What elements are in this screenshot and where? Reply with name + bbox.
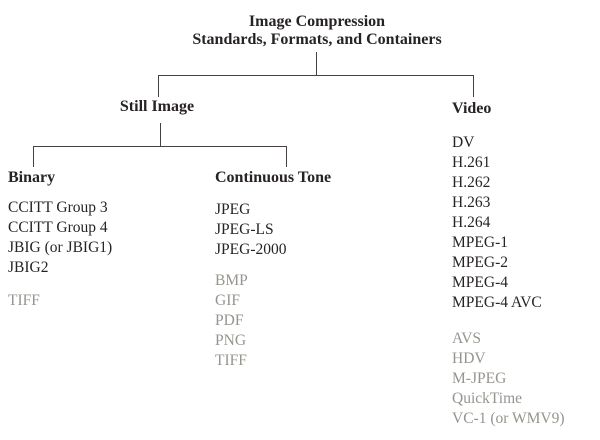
connector-level2-bar	[33, 146, 287, 147]
list-item: VC-1 (or WMV9)	[452, 410, 565, 427]
still-image-heading: Still Image	[119, 98, 195, 115]
list-item: QuickTime	[452, 390, 523, 407]
list-item: GIF	[215, 292, 240, 309]
list-item: MPEG-4	[452, 274, 508, 291]
continuous-tone-heading: Continuous Tone	[215, 169, 332, 186]
list-item: H.263	[452, 194, 491, 211]
list-item: JPEG-LS	[215, 221, 274, 238]
list-item: PDF	[215, 312, 244, 329]
list-item: JBIG2	[8, 259, 49, 276]
list-item: MPEG-4 AVC	[452, 294, 542, 311]
list-item: JPEG-2000	[215, 241, 287, 258]
diagram-title: Image Compression Standards, Formats, an…	[167, 13, 467, 48]
connector-still-image-stem	[160, 123, 161, 146]
list-item: M-JPEG	[452, 370, 507, 387]
continuous-tone-formats-list: BMP GIF PDF PNG TIFF	[215, 271, 248, 371]
continuous-tone-standards-list: JPEG JPEG-LS JPEG-2000	[215, 200, 286, 260]
list-item: MPEG-2	[452, 254, 508, 271]
connector-level1-bar	[158, 75, 474, 76]
list-item: MPEG-1	[452, 234, 508, 251]
diagram-title-line2: Standards, Formats, and Containers	[192, 30, 442, 48]
list-item: CCITT Group 3	[8, 199, 108, 216]
diagram-title-line1: Image Compression	[248, 13, 386, 30]
list-item: H.264	[452, 214, 491, 231]
list-item: JBIG (or JBIG1)	[8, 239, 113, 256]
binary-standards-list: CCITT Group 3 CCITT Group 4 JBIG (or JBIG1…	[8, 198, 112, 278]
connector-binary-drop	[33, 147, 34, 167]
list-item: PNG	[215, 332, 247, 349]
connector-still-image-drop	[158, 76, 159, 97]
list-item: CCITT Group 4	[8, 219, 108, 236]
binary-heading: Binary	[8, 169, 56, 186]
list-item: H.261	[452, 154, 491, 171]
list-item: DV	[452, 134, 475, 151]
list-item: TIFF	[8, 292, 40, 309]
list-item: H.262	[452, 174, 491, 191]
list-item: BMP	[215, 272, 248, 289]
list-item: HDV	[452, 350, 486, 367]
connector-title-stem	[316, 52, 317, 75]
binary-formats-list: TIFF	[8, 291, 40, 311]
connector-video-drop	[473, 76, 474, 97]
list-item: AVS	[452, 330, 482, 347]
list-item: TIFF	[215, 352, 247, 369]
list-item: JPEG	[215, 201, 251, 218]
video-heading: Video	[452, 100, 492, 117]
connector-continuous-tone-drop	[286, 147, 287, 167]
